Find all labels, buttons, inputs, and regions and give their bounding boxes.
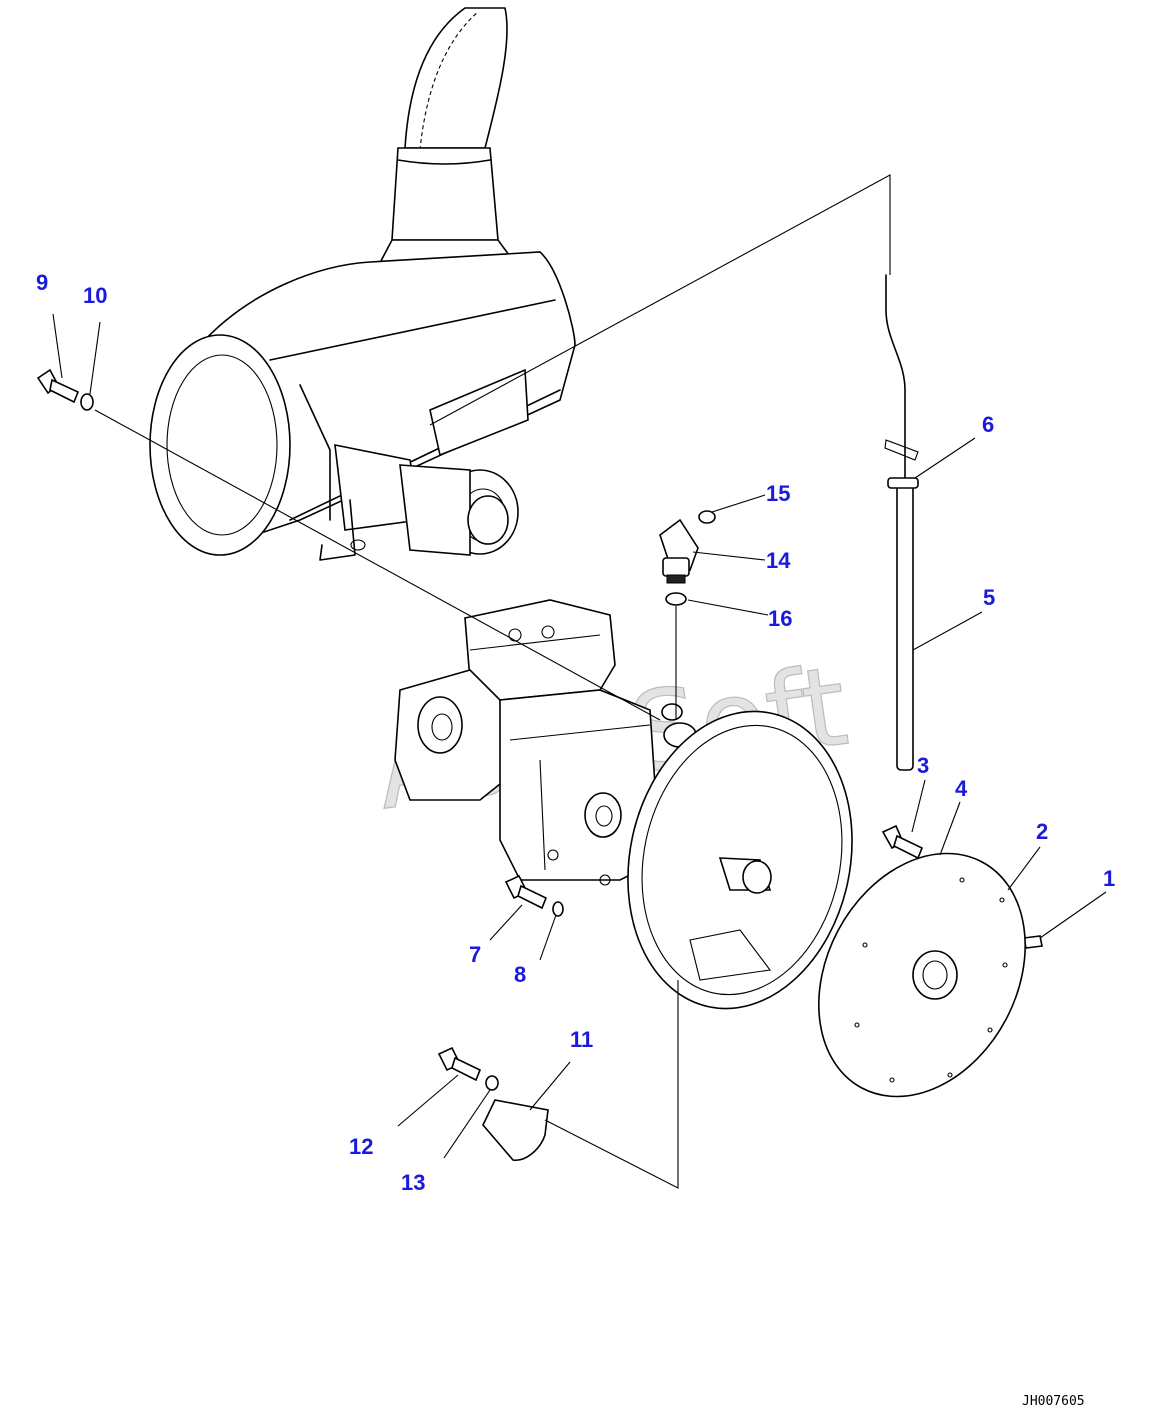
callout-10: 10 [83,283,107,308]
part-6-clamp [884,439,919,489]
callout-leaders [52,313,1107,1159]
part-5-level-gauge-tube [885,274,914,771]
callout-12: 12 [349,1134,373,1159]
part-15-o-ring [698,510,716,524]
callout-2: 2 [1036,819,1048,844]
callout-13: 13 [401,1170,425,1195]
air-cleaner-assembly [149,7,576,561]
callout-5: 5 [983,585,995,610]
callout-8: 8 [514,962,526,987]
part-3-bolt [881,824,924,860]
drawing-code: JH007605 [1022,1394,1085,1409]
callout-6: 6 [982,412,994,437]
hydraulic-pump-assembly [394,599,853,1010]
callout-11: 11 [570,1027,593,1052]
callout-7: 7 [469,942,481,967]
part-13-washer [485,1075,499,1091]
part-16-o-ring [665,592,687,606]
part-8-washer [552,901,564,917]
callout-9: 9 [36,270,48,295]
callout-3: 3 [917,753,929,778]
part-12-bolt [437,1046,482,1082]
callout-4: 4 [955,776,968,801]
part-14-elbow-fitting [659,518,699,584]
callout-labels: 9 10 6 15 14 5 16 3 4 2 1 7 8 11 12 13 [36,270,1115,1195]
callout-1: 1 [1103,866,1115,891]
assembly-lines [94,174,891,1189]
part-2-damper-disc [818,852,1026,1098]
part-11-bracket [482,1099,549,1161]
part-10-washer [80,393,94,411]
part-1-pin [1023,935,1043,949]
callout-15: 15 [766,481,790,506]
callout-16: 16 [768,606,792,631]
part-7-bolt [504,874,548,910]
callout-14: 14 [766,548,791,573]
part-9-bolt [36,368,80,404]
